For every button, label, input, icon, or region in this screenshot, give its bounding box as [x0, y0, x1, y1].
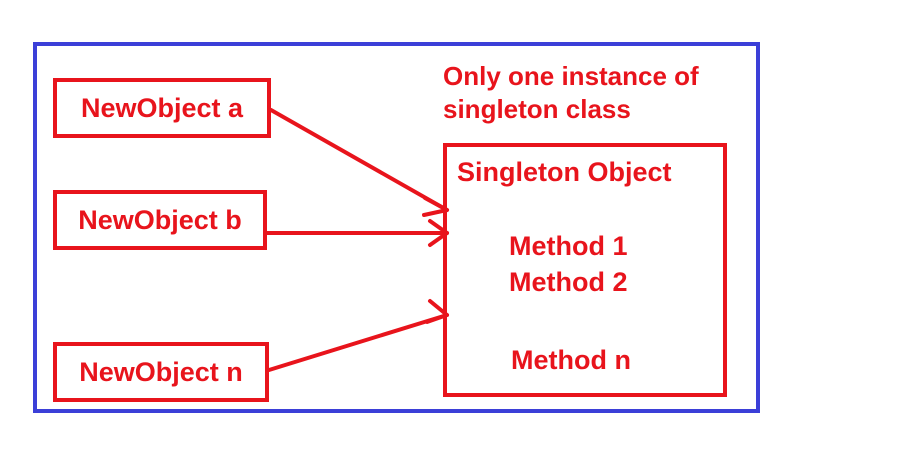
arrow-a-to-singleton: [269, 108, 449, 217]
new-object-b-box: NewObject b: [53, 190, 267, 250]
arrow-b-to-singleton: [265, 219, 449, 247]
new-object-a-box: NewObject a: [53, 78, 271, 138]
singleton-note: Only one instance of singleton class: [443, 60, 699, 126]
new-object-n-label: NewObject n: [79, 356, 243, 387]
arrow-n-to-singleton: [267, 299, 449, 372]
method-1-label: Method 1: [509, 231, 628, 261]
note-line-1: Only one instance of: [443, 61, 699, 91]
singleton-title: Singleton Object: [457, 157, 672, 187]
note-line-2: singleton class: [443, 94, 631, 124]
singleton-object-box: Singleton Object Method 1 Method 2 Metho…: [443, 143, 727, 397]
diagram-frame: [33, 42, 760, 413]
method-n-label: Method n: [511, 345, 631, 375]
new-object-n-box: NewObject n: [53, 342, 269, 402]
new-object-a-label: NewObject a: [80, 92, 244, 123]
method-2-label: Method 2: [509, 267, 628, 297]
new-object-b-label: NewObject b: [78, 204, 242, 235]
